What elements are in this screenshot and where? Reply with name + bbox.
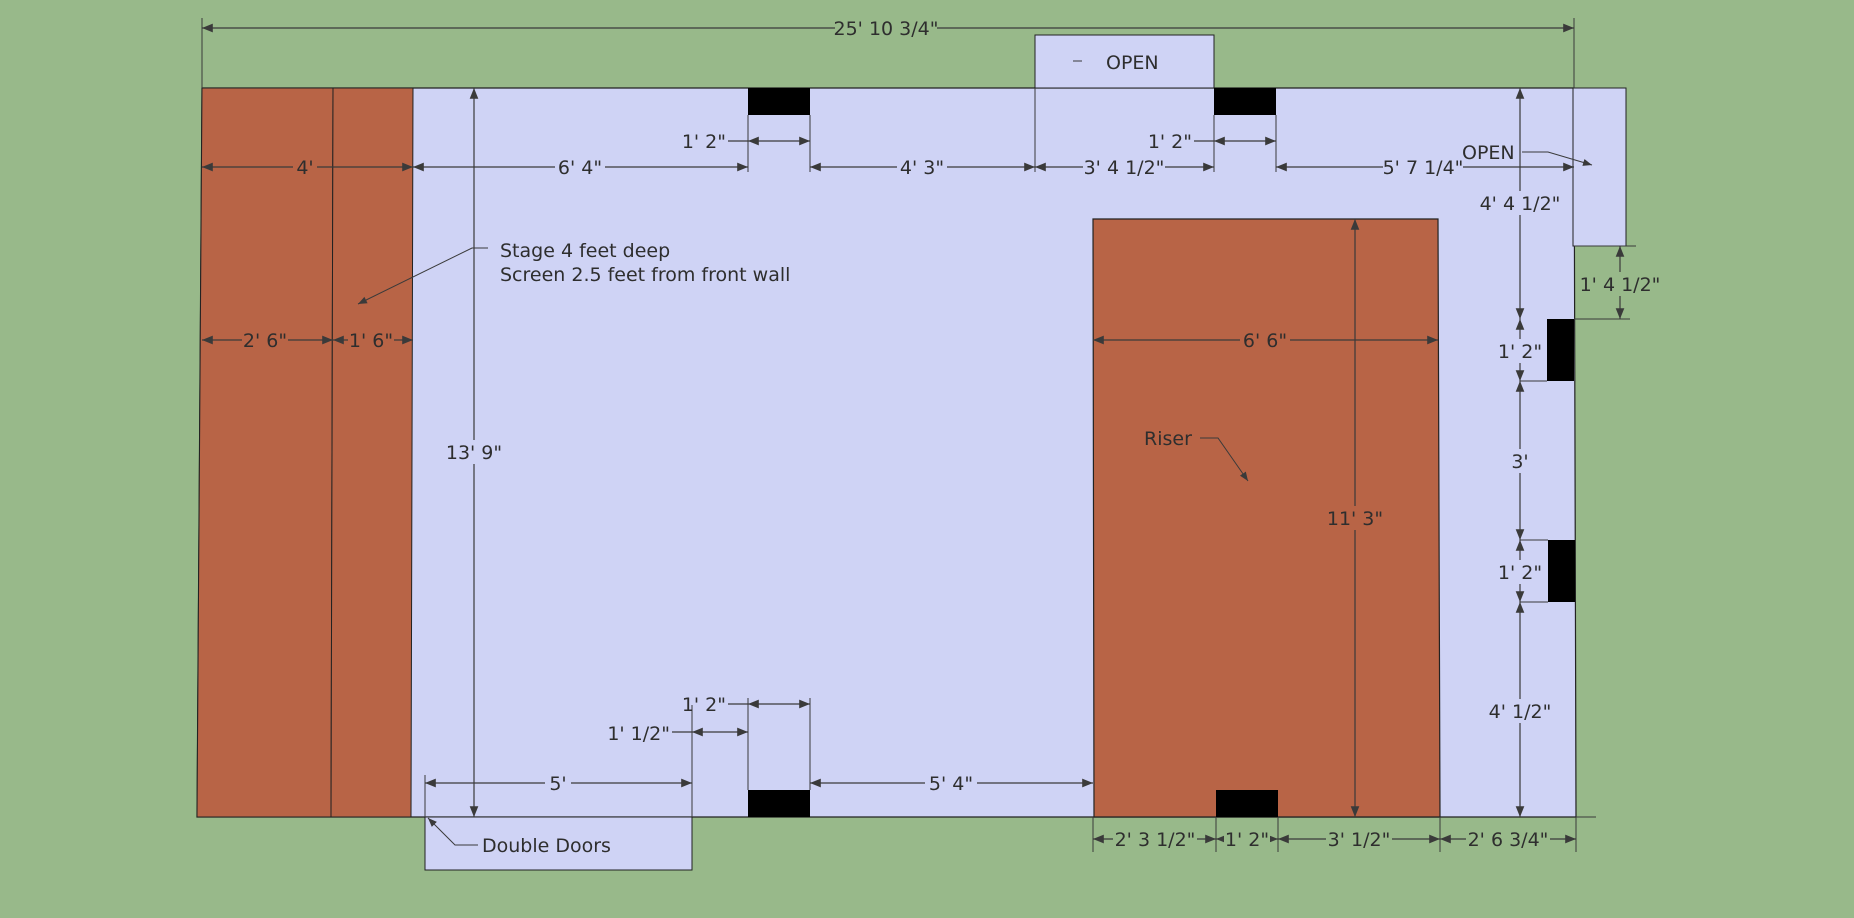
dim-bottom-speaker-width: 1' 2" xyxy=(682,694,726,716)
dim-speaker-2-to-right-wall: 5' 7 1/4" xyxy=(1383,157,1464,179)
speaker-riser xyxy=(1216,790,1278,817)
speaker-top-1 xyxy=(748,88,810,115)
dim-riser-to-right-wall: 2' 6 3/4" xyxy=(1468,829,1549,851)
dim-stage-depth: 4' xyxy=(296,157,313,179)
dim-right-bottom-segment: 4' 1/2" xyxy=(1489,701,1552,723)
dim-right-gap: 3' xyxy=(1511,451,1528,473)
dim-riser-width: 6' 6" xyxy=(1243,330,1287,352)
label-stage-note-2: Screen 2.5 feet from front wall xyxy=(500,264,790,286)
dim-speaker-1-to-opening: 4' 3" xyxy=(900,157,944,179)
dim-stage-part-1: 2' 6" xyxy=(243,330,287,352)
dim-total-width: 25' 10 3/4" xyxy=(834,18,939,40)
dim-right-open-height: 1' 4 1/2" xyxy=(1580,274,1661,296)
dim-right-speaker-2: 1' 2" xyxy=(1498,562,1542,584)
label-open-top: OPEN xyxy=(1106,52,1159,74)
dim-top-speaker-1-width: 1' 2" xyxy=(682,131,726,153)
stage-section-1 xyxy=(196,87,334,818)
label-double-doors: Double Doors xyxy=(482,835,611,857)
double-doors xyxy=(424,816,693,871)
dim-riser-depth: 11' 3" xyxy=(1327,508,1383,530)
dim-front-to-speaker-1: 6' 4" xyxy=(558,157,602,179)
right-opening xyxy=(1572,87,1627,247)
stage-section-2 xyxy=(330,87,414,818)
speaker-right-2 xyxy=(1548,540,1575,602)
riser xyxy=(1092,218,1441,818)
speaker-top-2 xyxy=(1214,88,1276,115)
dim-room-depth: 13' 9" xyxy=(446,442,502,464)
dim-top-speaker-2-width: 1' 2" xyxy=(1148,131,1192,153)
dim-right-top-segment: 4' 4 1/2" xyxy=(1480,193,1561,215)
dim-riser-speaker-width: 1' 2" xyxy=(1225,829,1269,851)
top-opening xyxy=(1034,34,1215,89)
label-riser: Riser xyxy=(1144,428,1192,450)
dim-door-to-speaker-gap: 1' 1/2" xyxy=(607,723,670,745)
dim-riser-speaker-to-right: 3' 1/2" xyxy=(1328,829,1391,851)
dim-door-width: 5' xyxy=(549,773,566,795)
label-stage-note-1: Stage 4 feet deep xyxy=(500,240,670,262)
label-open-right: OPEN xyxy=(1462,142,1515,164)
dim-right-speaker-1: 1' 2" xyxy=(1498,341,1542,363)
dim-riser-left-to-speaker: 2' 3 1/2" xyxy=(1115,829,1196,851)
dim-speaker-to-riser: 5' 4" xyxy=(929,773,973,795)
speaker-bottom xyxy=(748,790,810,817)
speaker-right-1 xyxy=(1547,319,1574,381)
dim-stage-part-2: 1' 6" xyxy=(349,330,393,352)
dim-opening-to-speaker-2: 3' 4 1/2" xyxy=(1084,157,1165,179)
